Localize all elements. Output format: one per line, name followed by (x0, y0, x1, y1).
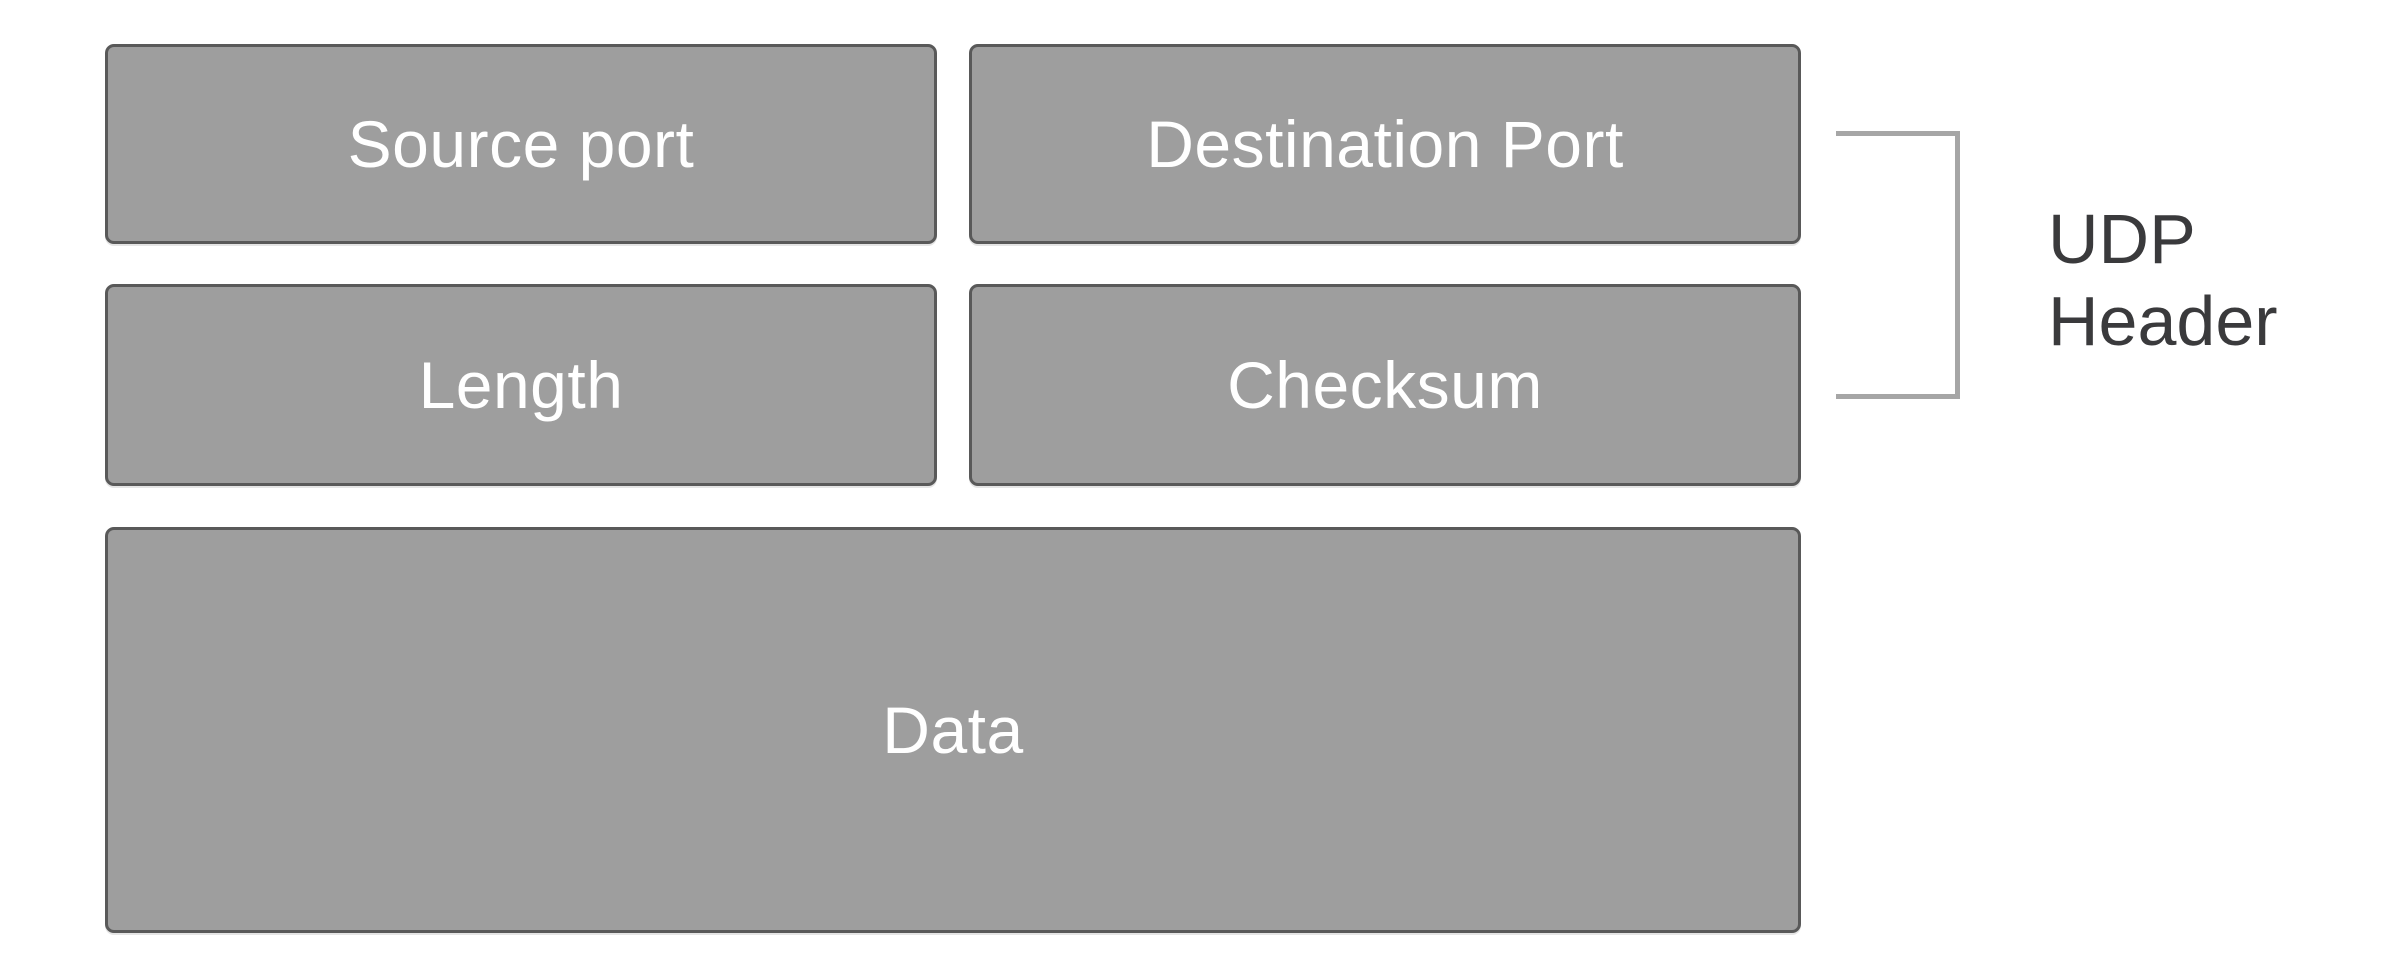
box-checksum: Checksum (969, 284, 1801, 486)
box-destination-port: Destination Port (969, 44, 1801, 244)
length-label: Length (418, 348, 624, 422)
udp-header-bracket (1836, 131, 1960, 399)
destination-port-label: Destination Port (1146, 107, 1624, 181)
udp-header-label: UDP Header (2048, 198, 2278, 362)
udp-header-label-line2: Header (2048, 282, 2278, 360)
box-length: Length (105, 284, 937, 486)
data-label: Data (882, 693, 1024, 767)
udp-header-label-line1: UDP (2048, 200, 2196, 278)
box-data: Data (105, 527, 1801, 933)
source-port-label: Source port (347, 107, 695, 181)
checksum-label: Checksum (1227, 348, 1543, 422)
box-source-port: Source port (105, 44, 937, 244)
